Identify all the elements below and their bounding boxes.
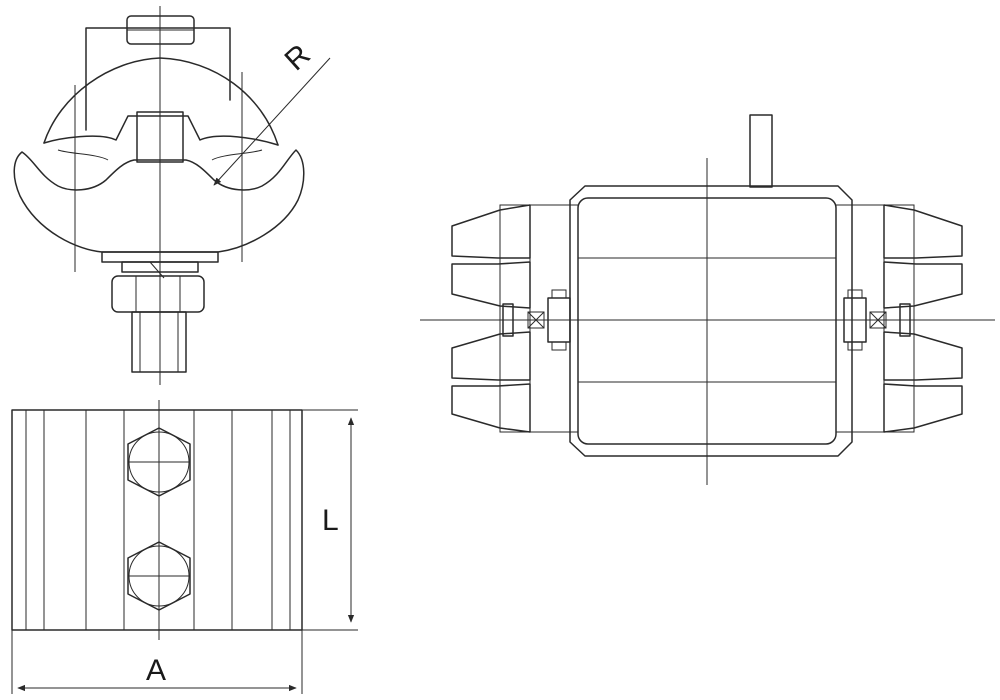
width-label: A [146, 654, 166, 687]
length-dimension: L [322, 417, 355, 623]
radius-dimension: R [213, 38, 331, 186]
left-jaw-stack [451, 204, 579, 433]
clamp-body [13, 57, 305, 263]
radius-label: R [279, 38, 317, 77]
bottom-outline [11, 409, 303, 631]
length-label: L [322, 504, 339, 537]
right-jaw-stack [835, 204, 963, 433]
top-stem [749, 114, 773, 188]
width-dimension: A [11, 630, 303, 694]
clamp-bracket [74, 27, 243, 272]
bottom-view: L A [11, 400, 358, 694]
bottom-bolt [111, 261, 205, 373]
housing-outer [569, 185, 853, 457]
groove-lines [25, 410, 291, 630]
front-view: R [13, 6, 331, 385]
side-view [420, 114, 995, 485]
